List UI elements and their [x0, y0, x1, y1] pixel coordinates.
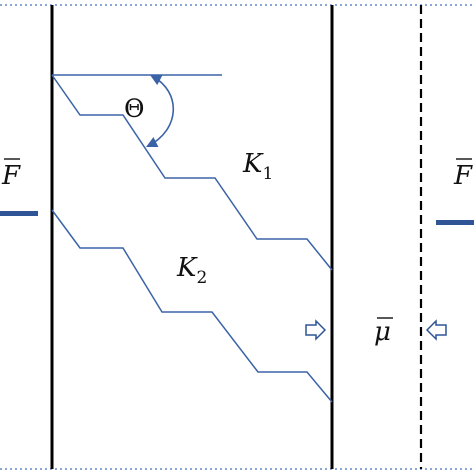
right-force-arrow: [436, 220, 474, 225]
crack-k2: [51, 209, 333, 403]
right-force-label: F: [453, 161, 473, 191]
crack-k2-label: K2: [176, 253, 207, 288]
left-force-label: F: [1, 161, 21, 191]
crack-k1-letter: K: [242, 149, 264, 179]
gap-label: μ: [374, 317, 391, 347]
crack-k2-subscript: 2: [196, 268, 207, 288]
gap-arrow-left-icon: [305, 319, 327, 341]
crack-k1-label: K1: [242, 149, 273, 184]
crack-k1-subscript: 1: [262, 164, 273, 184]
angle-arc: [145, 74, 175, 148]
crack-k1: [51, 74, 333, 271]
angle-label: Θ: [124, 94, 145, 123]
crack-k2-letter: K: [176, 253, 198, 283]
gap-arrow-right-icon: [425, 319, 447, 341]
left-force-arrow: [0, 211, 38, 216]
